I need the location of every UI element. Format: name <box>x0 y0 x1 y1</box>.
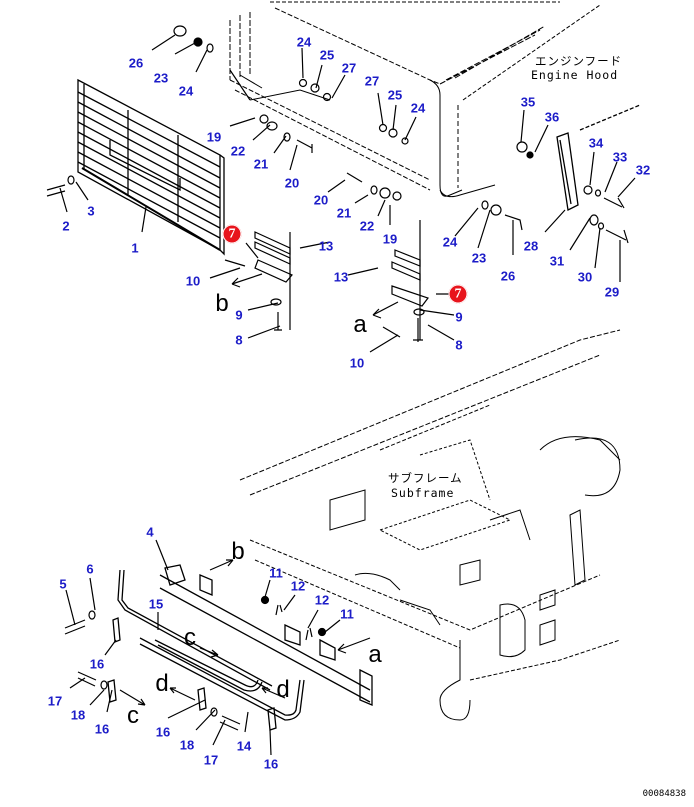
highlight-part-7[interactable]: 7 <box>222 224 242 244</box>
callout-33[interactable]: 33 <box>612 149 628 165</box>
callout-21[interactable]: 21 <box>253 156 269 172</box>
callout-14[interactable]: 14 <box>236 738 252 754</box>
callout-29[interactable]: 29 <box>604 284 620 300</box>
callout-31[interactable]: 31 <box>549 253 565 269</box>
subframe-label-jp: サブフレーム <box>388 471 463 485</box>
view-letter-b: b <box>231 538 245 565</box>
callout-19[interactable]: 19 <box>382 231 398 247</box>
engine-hood-label-en: Engine Hood <box>531 68 619 82</box>
leader-lines <box>60 35 635 755</box>
engine-hood-label-jp: エンジンフード <box>535 54 623 68</box>
callout-2[interactable]: 2 <box>62 218 70 234</box>
callout-5[interactable]: 5 <box>59 576 67 592</box>
callout-22[interactable]: 22 <box>230 143 246 159</box>
callout-16[interactable]: 16 <box>263 756 279 772</box>
callout-16[interactable]: 16 <box>155 724 171 740</box>
hinge-brackets-drawing <box>255 220 428 340</box>
callout-25[interactable]: 25 <box>387 87 403 103</box>
callout-32[interactable]: 32 <box>635 162 651 178</box>
callout-1[interactable]: 1 <box>131 240 139 256</box>
callout-24[interactable]: 24 <box>296 34 312 50</box>
callout-23[interactable]: 23 <box>471 250 487 266</box>
callout-23[interactable]: 23 <box>153 70 169 86</box>
callout-24[interactable]: 24 <box>442 234 458 250</box>
view-letter-c: c <box>184 624 196 651</box>
view-letter-b: b <box>215 290 229 317</box>
callout-34[interactable]: 34 <box>588 135 604 151</box>
highlight-part-7[interactable]: 7 <box>448 284 468 304</box>
callout-10[interactable]: 10 <box>185 273 201 289</box>
view-letter-d: d <box>155 670 169 697</box>
callout-30[interactable]: 30 <box>577 269 593 285</box>
radiator-grille-drawing <box>78 80 224 254</box>
callout-27[interactable]: 27 <box>364 73 380 89</box>
callout-16[interactable]: 16 <box>89 656 105 672</box>
fasteners <box>47 26 628 730</box>
callout-19[interactable]: 19 <box>206 129 222 145</box>
callout-9[interactable]: 9 <box>455 309 463 325</box>
callout-26[interactable]: 26 <box>500 268 516 284</box>
callout-15[interactable]: 15 <box>148 596 164 612</box>
callout-12[interactable]: 12 <box>290 578 306 594</box>
callout-8[interactable]: 8 <box>235 332 243 348</box>
callout-20[interactable]: 20 <box>313 192 329 208</box>
subframe-drawing <box>240 330 620 720</box>
view-letter-d: d <box>276 676 290 703</box>
view-letter-a: a <box>353 311 367 338</box>
callout-20[interactable]: 20 <box>284 175 300 191</box>
callout-13[interactable]: 13 <box>318 238 334 254</box>
callout-27[interactable]: 27 <box>341 60 357 76</box>
callout-21[interactable]: 21 <box>336 205 352 221</box>
callout-16[interactable]: 16 <box>94 721 110 737</box>
under-guard-drawing <box>108 565 372 730</box>
callout-17[interactable]: 17 <box>47 693 63 709</box>
callout-18[interactable]: 18 <box>179 737 195 753</box>
view-letter-a: a <box>368 641 382 668</box>
callout-9[interactable]: 9 <box>235 307 243 323</box>
view-letter-c: c <box>127 702 139 729</box>
callout-6[interactable]: 6 <box>86 561 94 577</box>
callout-11[interactable]: 11 <box>269 565 283 581</box>
hood-bracket-drawing <box>557 105 640 210</box>
view-arrows <box>120 274 398 705</box>
callout-8[interactable]: 8 <box>455 337 463 353</box>
drawing-number: 00084838 <box>642 789 686 799</box>
callout-35[interactable]: 35 <box>520 94 536 110</box>
callout-26[interactable]: 26 <box>128 55 144 71</box>
callout-4[interactable]: 4 <box>146 524 154 540</box>
callout-24[interactable]: 24 <box>178 83 194 99</box>
callout-24[interactable]: 24 <box>410 100 426 116</box>
callout-12[interactable]: 12 <box>314 592 330 608</box>
callout-36[interactable]: 36 <box>544 109 560 125</box>
callout-17[interactable]: 17 <box>203 752 219 768</box>
callout-28[interactable]: 28 <box>523 238 539 254</box>
engine-hood-drawing <box>230 2 600 197</box>
callout-22[interactable]: 22 <box>359 218 375 234</box>
callout-13[interactable]: 13 <box>333 269 349 285</box>
callout-18[interactable]: 18 <box>70 707 86 723</box>
callout-10[interactable]: 10 <box>349 355 365 371</box>
callout-3[interactable]: 3 <box>87 203 95 219</box>
subframe-label-en: Subframe <box>391 486 455 500</box>
callout-11[interactable]: 11 <box>340 606 354 622</box>
callout-25[interactable]: 25 <box>319 47 335 63</box>
